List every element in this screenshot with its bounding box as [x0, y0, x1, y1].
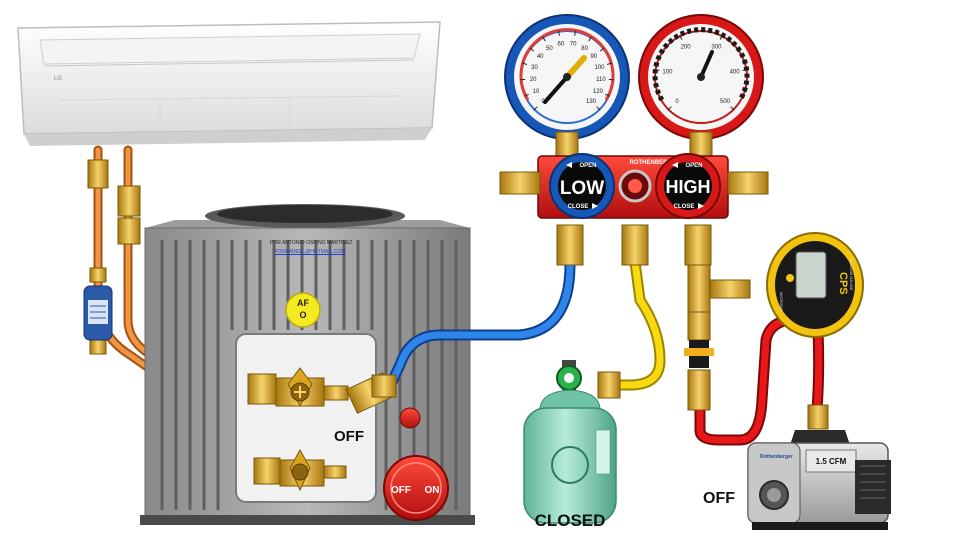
high-gauge-tick-label: 100 — [662, 70, 673, 76]
low-gauge-tick-label: 90 — [590, 54, 597, 60]
pump-model: 1.5 CFM — [816, 457, 847, 466]
low-gauge-tick-label: 120 — [593, 89, 604, 95]
low-gauge-tick-mark — [574, 30, 576, 36]
low-gauge-tick-label: 110 — [596, 77, 606, 83]
low-gauge-tick-label: 50 — [546, 46, 553, 52]
flare-fittings — [87, 159, 141, 355]
pump-state-label: OFF — [703, 490, 735, 507]
manifold-brand: ROTHENBERGER — [629, 160, 681, 166]
low-gauge-tick-mark — [558, 30, 560, 36]
high-gauge-tick-mark — [654, 69, 660, 71]
low-gauge-tick-mark — [605, 93, 611, 97]
low-close-arrow-icon — [592, 203, 598, 209]
low-gauge-tick-label: 40 — [537, 54, 544, 60]
power-switch[interactable]: OFF ON — [383, 455, 449, 521]
inline-ball-valve[interactable] — [684, 340, 714, 368]
condenser-email[interactable]: POSMAINGIL@HOTMAIL.COM — [274, 249, 346, 255]
vacuum-gauge-brand: CPS — [837, 272, 849, 295]
low-open-arrow-icon — [566, 162, 572, 168]
high-open-label: OPEN — [685, 163, 702, 169]
high-open-arrow-icon — [672, 162, 678, 168]
high-gauge-tick-label: 500 — [720, 99, 731, 105]
vacuum-gauge-mode: MICRONS — [779, 292, 784, 311]
high-knob-label: HIGH — [666, 177, 711, 197]
low-open-label: OPEN — [579, 163, 596, 169]
low-gauge-tick-mark — [542, 36, 546, 42]
high-gauge-tick-mark — [730, 106, 735, 111]
indoor-unit: LG — [17, 21, 441, 146]
low-side-knob[interactable]: LOW OPEN CLOSE — [549, 153, 615, 219]
vacuum-gauge: CPS VACUUM GAUGE MICRONS — [766, 232, 864, 338]
filter-drier — [83, 285, 113, 341]
service-valve-state: OFF — [334, 428, 364, 445]
power-on-label[interactable]: ON — [425, 485, 440, 496]
indoor-brand: LG — [54, 76, 62, 82]
manifold-body: ROTHENBERGER — [499, 155, 769, 219]
liquid-service-valve[interactable] — [253, 448, 347, 492]
low-gauge-tick-mark — [596, 106, 601, 111]
low-gauge-tick-label: 60 — [558, 42, 565, 48]
low-gauge-tick-label: 30 — [531, 65, 538, 71]
low-gauge-tick-mark — [588, 36, 592, 42]
low-gauge-tick-label: 100 — [594, 65, 605, 71]
low-gauge-tick-label: 130 — [586, 99, 597, 105]
low-close-label: CLOSE — [568, 204, 589, 210]
pump-brand: Rothenberger — [760, 454, 793, 460]
refrigerant-tank: CLOSED — [523, 360, 617, 530]
condenser-author: POR ANTONIO OSPINO MARTINEZ — [270, 240, 353, 246]
low-knob-label: LOW — [560, 178, 604, 199]
high-gauge-tick-label: 400 — [730, 70, 741, 76]
low-gauge-tick-label: 10 — [533, 89, 540, 95]
high-gauge-tick-label: 200 — [681, 45, 692, 51]
high-gauge-tick-label: 0 — [675, 99, 679, 105]
high-pressure-gauge: 0 100 200 300 400 500 — [638, 14, 764, 157]
high-gauge-tick-label: 300 — [711, 45, 722, 51]
tank-state-label: CLOSED — [535, 511, 606, 530]
high-side-knob[interactable]: HIGH OPEN CLOSE — [655, 153, 721, 219]
low-gauge-tick-mark — [521, 62, 528, 65]
vacuum-pump: Rothenberger 1.5 CFM — [747, 404, 891, 530]
fan-badge: AF O — [285, 292, 321, 328]
low-gauge-tick-mark — [606, 62, 613, 65]
hose-fittings — [371, 224, 751, 411]
high-close-label: CLOSE — [674, 204, 695, 210]
power-off-label[interactable]: OFF — [391, 485, 411, 496]
high-gauge-tick-mark — [679, 34, 683, 40]
low-gauge-tick-mark — [523, 93, 529, 97]
low-gauge-tick-mark — [599, 47, 605, 52]
high-gauge-tick-mark — [742, 69, 748, 71]
high-gauge-tick-mark — [719, 34, 723, 40]
vacuum-gauge-side-text: VACUUM GAUGE — [849, 258, 854, 291]
low-gauge-tick-label: 20 — [530, 77, 537, 83]
fan-badge-line1: AF — [297, 298, 309, 308]
low-gauge-tick-mark — [529, 47, 535, 52]
low-gauge-tick-label: 80 — [581, 46, 588, 52]
suction-service-valve[interactable] — [247, 367, 349, 408]
low-gauge-tick-label: 70 — [570, 42, 577, 48]
fan-badge-line2: O — [299, 310, 306, 320]
low-gauge-tick-mark — [533, 106, 538, 111]
high-gauge-tick-mark — [667, 106, 672, 111]
high-close-arrow-icon — [698, 203, 704, 209]
